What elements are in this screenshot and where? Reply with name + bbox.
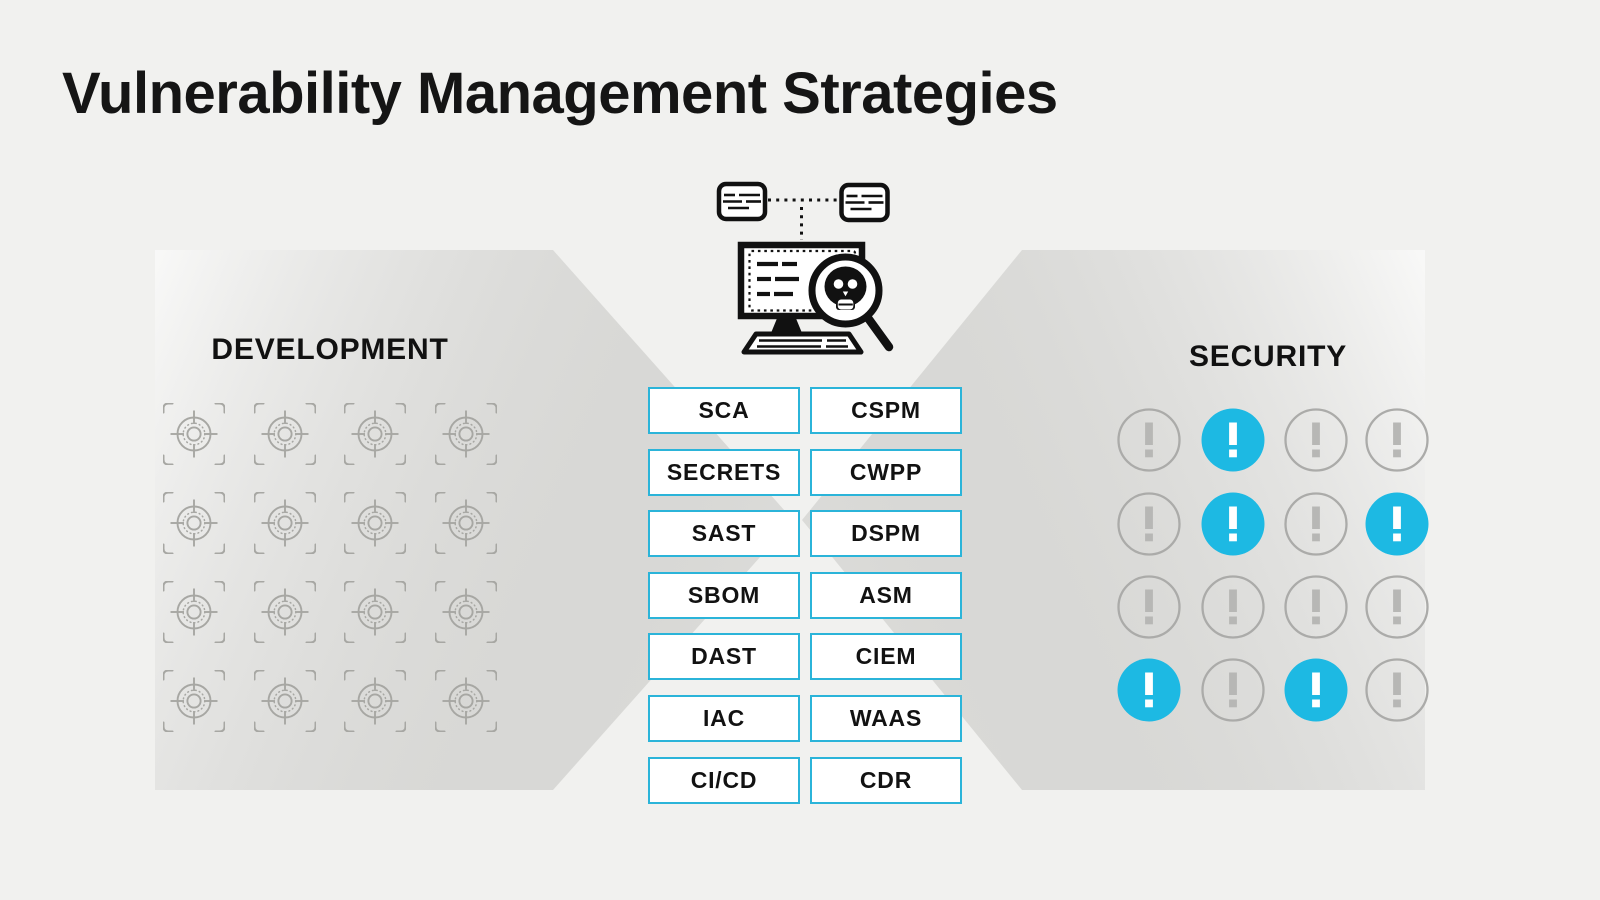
- dev-target-cell: [343, 669, 407, 733]
- target-crosshair-icon: [343, 580, 407, 644]
- alert-exclamation-icon: [1365, 575, 1429, 639]
- target-crosshair-icon: [434, 580, 497, 644]
- alert-exclamation-icon: [1117, 408, 1181, 472]
- alert-exclamation-icon: [1284, 658, 1348, 722]
- strategy-box-asm: ASM: [810, 571, 962, 619]
- alert-cell-inactive: [1364, 574, 1430, 640]
- strategy-box-ciem: CIEM: [810, 633, 962, 681]
- strategy-box-sast: SAST: [648, 510, 800, 558]
- monitor-icon: [737, 241, 866, 333]
- target-crosshair-icon: [162, 402, 226, 466]
- dev-target-cell: [253, 580, 316, 644]
- dev-target-cell: [253, 669, 316, 733]
- target-crosshair-icon: [343, 402, 407, 466]
- target-crosshair-icon: [434, 402, 497, 466]
- dev-target-cell: [434, 402, 497, 466]
- dev-target-cell: [162, 669, 226, 733]
- alert-exclamation-icon: [1201, 492, 1265, 556]
- alert-exclamation-icon: [1365, 408, 1429, 472]
- target-crosshair-icon: [162, 580, 226, 644]
- dev-target-cell: [434, 491, 497, 555]
- dev-target-cell: [253, 402, 316, 466]
- target-crosshair-icon: [253, 491, 316, 555]
- dev-target-cell: [162, 491, 226, 555]
- development-section-label: DEVELOPMENT: [211, 333, 449, 366]
- dev-target-cell: [434, 669, 497, 733]
- target-crosshair-icon: [343, 491, 407, 555]
- dev-target-cell: [343, 491, 407, 555]
- strategy-box-dspm: DSPM: [810, 510, 962, 558]
- alert-exclamation-icon: [1365, 492, 1429, 556]
- malware-scan-computer-icon: [716, 181, 894, 355]
- alert-exclamation-icon: [1284, 575, 1348, 639]
- strategy-box-iac: IAC: [648, 695, 800, 742]
- alert-cell-inactive: [1283, 407, 1349, 473]
- strategy-box-cdr: CDR: [810, 756, 962, 804]
- alert-cell-inactive: [1200, 657, 1266, 723]
- alert-exclamation-icon: [1117, 658, 1181, 722]
- dev-target-cell: [253, 491, 316, 555]
- target-crosshair-icon: [253, 402, 316, 466]
- alert-exclamation-icon: [1365, 658, 1429, 722]
- alert-cell-active: [1116, 657, 1182, 723]
- alert-cell-inactive: [1283, 574, 1349, 640]
- strategy-box-ci-cd: CI/CD: [648, 756, 800, 804]
- target-crosshair-icon: [162, 669, 226, 733]
- alert-cell-inactive: [1116, 574, 1182, 640]
- magnifier-skull-icon: [808, 253, 894, 352]
- dev-target-cell: [343, 402, 407, 466]
- strategy-box-sca: SCA: [648, 387, 800, 434]
- dotted-connector-lines: [768, 198, 838, 240]
- security-section-label: SECURITY: [1188, 340, 1348, 373]
- alert-cell-inactive: [1283, 491, 1349, 557]
- dev-target-cell: [434, 580, 497, 644]
- network-card-right-icon: [839, 182, 890, 223]
- dev-target-cell: [162, 580, 226, 644]
- target-crosshair-icon: [434, 491, 497, 555]
- keyboard-icon: [741, 331, 864, 355]
- alert-cell-active: [1364, 491, 1430, 557]
- alert-cell-inactive: [1200, 574, 1266, 640]
- dev-target-cell: [343, 580, 407, 644]
- strategy-box-waas: WAAS: [810, 695, 962, 742]
- strategy-box-cspm: CSPM: [810, 387, 962, 434]
- strategy-box-cwpp: CWPP: [810, 448, 962, 496]
- target-crosshair-icon: [343, 669, 407, 733]
- alert-cell-inactive: [1364, 407, 1430, 473]
- alert-cell-inactive: [1116, 491, 1182, 557]
- page-title: Vulnerability Management Strategies: [62, 61, 1058, 126]
- alert-cell-active: [1283, 657, 1349, 723]
- alert-exclamation-icon: [1201, 575, 1265, 639]
- strategy-box-sbom: SBOM: [648, 571, 800, 619]
- alert-exclamation-icon: [1201, 658, 1265, 722]
- target-crosshair-icon: [162, 491, 226, 555]
- strategy-box-secrets: SECRETS: [648, 448, 800, 496]
- dev-target-cell: [162, 402, 226, 466]
- alert-exclamation-icon: [1117, 492, 1181, 556]
- alert-exclamation-icon: [1117, 575, 1181, 639]
- alert-cell-inactive: [1116, 407, 1182, 473]
- alert-exclamation-icon: [1201, 408, 1265, 472]
- target-crosshair-icon: [253, 580, 316, 644]
- alert-cell-inactive: [1364, 657, 1430, 723]
- alert-exclamation-icon: [1284, 408, 1348, 472]
- left-panel-shape: [155, 250, 793, 790]
- strategy-box-dast: DAST: [648, 633, 800, 681]
- target-crosshair-icon: [253, 669, 316, 733]
- alert-exclamation-icon: [1284, 492, 1348, 556]
- alert-cell-active: [1200, 407, 1266, 473]
- network-card-left-icon: [716, 181, 768, 222]
- target-crosshair-icon: [434, 669, 497, 733]
- alert-cell-active: [1200, 491, 1266, 557]
